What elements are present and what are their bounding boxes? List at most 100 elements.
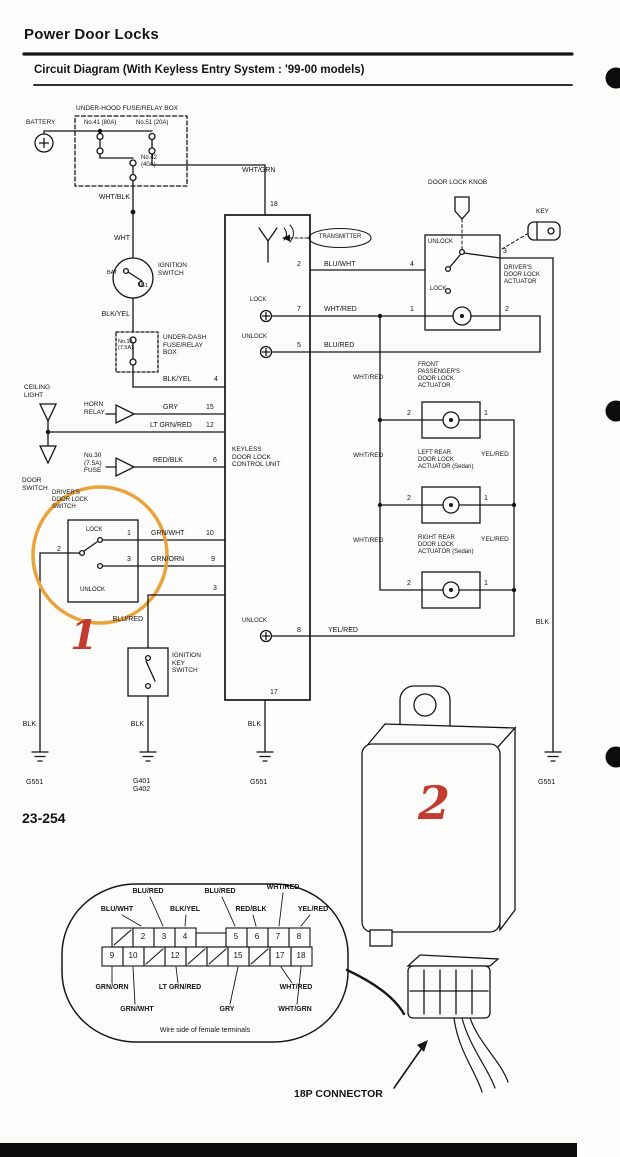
wire-label-wht-red-lr: WHT/RED <box>353 452 384 459</box>
wire-label-blu-wht: BLU/WHT <box>324 261 356 268</box>
fp-pin-1: 1 <box>484 410 488 417</box>
lr-pin-1: 1 <box>484 495 488 502</box>
drivers-actuator <box>424 196 561 331</box>
wire-label-yel-red-cu: YEL/RED <box>328 627 358 634</box>
switch-pin-1: 1 <box>127 530 131 537</box>
unlock-terminal-symbol-2 <box>259 629 273 643</box>
fuse30-symbol <box>115 456 136 478</box>
fuse51-symbol <box>148 132 156 141</box>
ground-symbols <box>31 751 562 762</box>
label-leader-lines <box>111 892 311 1005</box>
wire-label-wht-grn: WHT/GRN <box>242 167 276 174</box>
wire-label-lt-grn-red: LT GRN/RED <box>150 422 192 429</box>
bottom-bar <box>0 1143 577 1157</box>
connector-title: 18P CONNECTOR <box>294 1088 383 1100</box>
wire-label-blk-yel-2: BLK/YEL <box>163 376 192 383</box>
conn-cell-4: 4 <box>182 932 188 941</box>
door-switch-label: DOOR SWITCH <box>22 477 48 492</box>
conn-cell-6: 6 <box>254 932 260 941</box>
wire-label-wht-blk: WHT/BLK <box>98 194 130 201</box>
unit-pin-9: 9 <box>211 556 215 563</box>
drivers-actuator-label: DRIVER'S DOOR LOCK ACTUATOR <box>504 265 541 286</box>
unit-pin-6: 6 <box>213 457 217 464</box>
ground-label-g551-b: G551 <box>250 779 268 786</box>
unit-wiring <box>264 257 554 753</box>
conn-label-pin8: YEL/RED <box>297 906 329 913</box>
wire-side-note: Wire side of female terminals <box>159 1027 251 1034</box>
ignition-key-switch-label: IGNITION KEY SWITCH <box>172 652 201 675</box>
ignition-switch-symbol <box>112 257 154 299</box>
conn-label-pin6: RED/BLK <box>235 906 267 913</box>
conn-cell-9: 9 <box>109 951 115 960</box>
wire-label-red-blk: RED/BLK <box>153 457 183 464</box>
rr-pin-1: 1 <box>484 580 488 587</box>
unit-pin-18: 18 <box>270 201 278 208</box>
unit-pin-17: 17 <box>270 689 278 696</box>
ignition-section <box>112 257 226 388</box>
fuse42-symbol <box>129 159 137 167</box>
page-frame <box>0 52 620 1157</box>
conn-label-pin3: BLU/RED <box>132 888 164 895</box>
wire-label-blk-d: BLK <box>535 619 549 626</box>
wire-label-yel-red-lr: YEL/RED <box>481 451 509 458</box>
unit-pin-8: 8 <box>297 627 301 634</box>
unit-pin-7: 7 <box>297 306 301 313</box>
page-number: 23-254 <box>22 810 66 826</box>
lr-pin-2: 2 <box>407 495 411 502</box>
wire-label-blk-c: BLK <box>247 721 261 728</box>
transmitter-label: TRANSMITTER <box>318 234 362 240</box>
horn-relay-symbol <box>115 403 136 425</box>
control-unit-name: KEYLESS DOOR LOCK CONTROL UNIT <box>232 446 281 469</box>
conn-label-pin12: LT GRN/RED <box>158 984 202 991</box>
unit-pin-5: 5 <box>297 342 301 349</box>
ignition-switch-label: IGNITION SWITCH <box>158 262 187 277</box>
conn-cell-10: 10 <box>128 951 138 960</box>
ground-symbol <box>256 751 274 762</box>
wire-label-grn-wht: GRN/WHT <box>151 530 185 537</box>
wire-connector-dot <box>130 209 136 215</box>
conn-label-pin10: GRN/WHT <box>120 1006 154 1013</box>
conn-cell-3: 3 <box>161 932 167 941</box>
ground-symbol <box>31 751 49 762</box>
ground-label-g551-a: G551 <box>26 779 44 786</box>
conn-label-pin18: WHT/GRN <box>278 1006 312 1013</box>
power-section <box>34 115 266 259</box>
unit-pin-15: 15 <box>206 404 214 411</box>
ignition-bat-terminal: BAT <box>107 270 118 276</box>
conn-label-pin7: WHT/RED <box>266 884 300 891</box>
front-passenger-actuator-label: FRONT PASSENGER'S DOOR LOCK ACTUATOR <box>418 362 461 390</box>
conn-label-pin9: GRN/ORN <box>95 984 129 991</box>
unit-pin-3: 3 <box>213 585 217 592</box>
swoosh-curve <box>345 968 406 1016</box>
unit-unlock-label-2: UNLOCK <box>242 618 268 624</box>
unit-pin-2: 2 <box>297 261 301 268</box>
conn-cell-7: 7 <box>275 932 281 941</box>
wire-label-gry: GRY <box>163 404 179 411</box>
unit-pin-4: 4 <box>214 376 218 383</box>
diagram-subtitle: Circuit Diagram (With Keyless Entry Syst… <box>34 64 365 76</box>
key-symbol <box>527 221 561 241</box>
battery-label: BATTERY <box>26 119 56 126</box>
wire-label-wht: WHT <box>114 235 130 242</box>
ignition-key-switch <box>127 594 226 753</box>
fuse41-symbol <box>96 132 104 141</box>
drivers-door-lock-switch <box>39 519 226 753</box>
harness-wires <box>469 1017 509 1083</box>
unit-unlock-label: UNLOCK <box>242 334 268 340</box>
wire-label-wht-red-fp: WHT/RED <box>353 374 384 381</box>
conn-cell-12: 12 <box>170 951 180 960</box>
left-rear-actuator-label: LEFT REAR DOOR LOCK ACTUATOR (Sedan) <box>418 450 474 471</box>
binding-hole <box>605 67 620 89</box>
wire-label-blu-red-2: BLU/RED <box>112 616 143 623</box>
wire-label-grn-orn: GRN/ORN <box>151 556 185 563</box>
callout-arrow <box>393 1044 425 1089</box>
connector-keyway <box>195 932 227 948</box>
bracket-hole <box>413 693 437 717</box>
lock-terminal-symbol <box>259 309 273 323</box>
binding-hole <box>605 400 620 422</box>
unit-pin-12: 12 <box>206 422 214 429</box>
wire-label-wht-red-main: WHT/RED <box>324 306 357 313</box>
actuator-pin-1: 1 <box>410 306 414 313</box>
control-unit-illustration <box>361 685 517 1093</box>
